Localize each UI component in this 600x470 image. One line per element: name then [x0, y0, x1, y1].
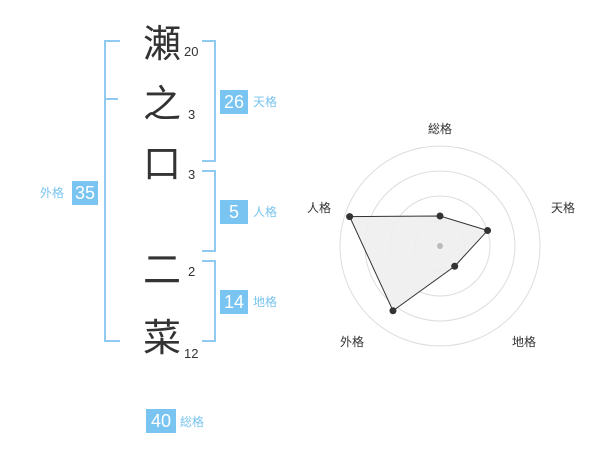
- radar-ring-1: [339, 145, 541, 347]
- radar-label-gaikaku: 外格: [340, 334, 364, 349]
- stroke-count-4: 2: [188, 264, 196, 279]
- jinkaku-badge: 5: [220, 200, 248, 224]
- radar-point-4: [389, 307, 397, 315]
- radar-point-5: [346, 213, 354, 221]
- gaikaku-bracket: [104, 40, 120, 342]
- tenkaku-label: 天格: [253, 95, 278, 109]
- gaikaku-label: 外格: [40, 186, 65, 200]
- tenkaku-bracket: [202, 40, 216, 162]
- radar-point-2: [484, 227, 492, 235]
- radar-point-1: [436, 212, 444, 220]
- radar-label-jinkaku: 人格: [307, 200, 331, 215]
- radar-label-tenkaku: 天格: [551, 200, 575, 215]
- radar-label-chikaku: 地格: [512, 334, 536, 349]
- name-char-2: 之: [142, 82, 181, 126]
- name-char-5: 菜: [142, 316, 181, 360]
- stroke-count-5: 12: [184, 346, 199, 361]
- jinkaku-bracket: [202, 170, 216, 252]
- chikaku-badge: 14: [220, 290, 248, 314]
- gaikaku-badge: 35: [72, 181, 98, 205]
- radar-label-soukaku: 総格: [428, 121, 452, 136]
- radar-point-3: [451, 262, 459, 270]
- jinkaku-label: 人格: [253, 205, 278, 219]
- soukaku-label: 総格: [180, 415, 205, 429]
- soukaku-badge: 40: [146, 409, 176, 433]
- radar-center-dot: [437, 243, 443, 249]
- name-char-1: 瀬: [142, 22, 181, 66]
- tenkaku-badge: 26: [220, 90, 248, 114]
- radar-polygon: [348, 215, 489, 312]
- stroke-count-1: 20: [184, 44, 199, 59]
- gaikaku-bracket-tick: [104, 98, 118, 100]
- stroke-count-2: 3: [188, 107, 196, 122]
- stroke-count-3: 3: [188, 167, 196, 182]
- chikaku-label: 地格: [253, 295, 278, 309]
- chikaku-bracket: [202, 260, 216, 342]
- name-char-4: 二: [142, 248, 181, 292]
- name-char-3: 口: [142, 142, 181, 186]
